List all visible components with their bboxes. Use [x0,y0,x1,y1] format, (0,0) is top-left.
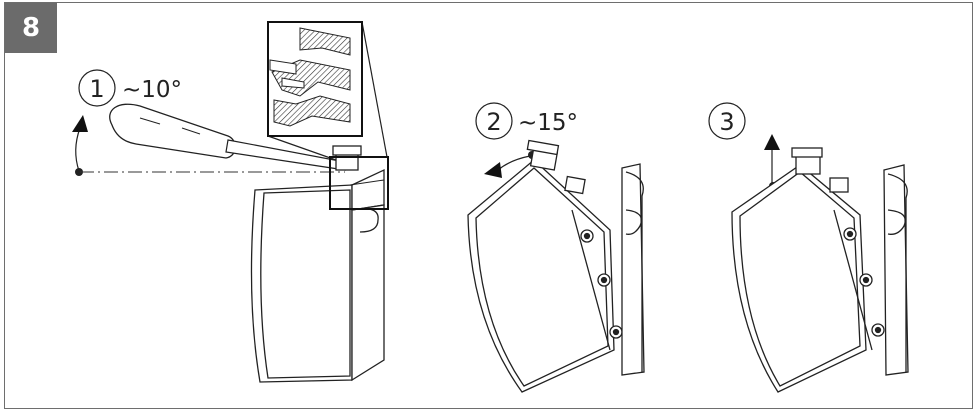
step-1-group: 1 ~10° [72,21,389,383]
step-2-number: 2 [486,108,501,136]
step-2-angle: ~15° [518,110,578,136]
device-housing-step3 [731,147,885,393]
mounting-bracket-step2 [621,163,645,376]
step-1-number: 1 [89,75,104,103]
screwdriver-icon [109,103,346,171]
device-housing-step1 [250,145,385,383]
step-1-angle: ~10° [122,77,182,103]
zoom-source-box [329,156,389,210]
step-3-circle [708,102,746,140]
step-3-group: 3 [708,102,909,393]
zoom-line-left [267,135,337,161]
figure-frame [4,2,973,409]
step-2-group: 2 ~15° [467,102,645,393]
step-2-circle [475,102,513,140]
mounting-bracket-step3 [883,164,909,376]
step-3-number: 3 [719,108,734,136]
step-number-badge: 8 [5,3,57,53]
device-housing-step2 [467,139,623,393]
step-1-circle [78,69,116,107]
tilt-arrow-icon [72,115,88,176]
detail-inset [267,21,363,137]
zoom-line-right [361,21,388,158]
